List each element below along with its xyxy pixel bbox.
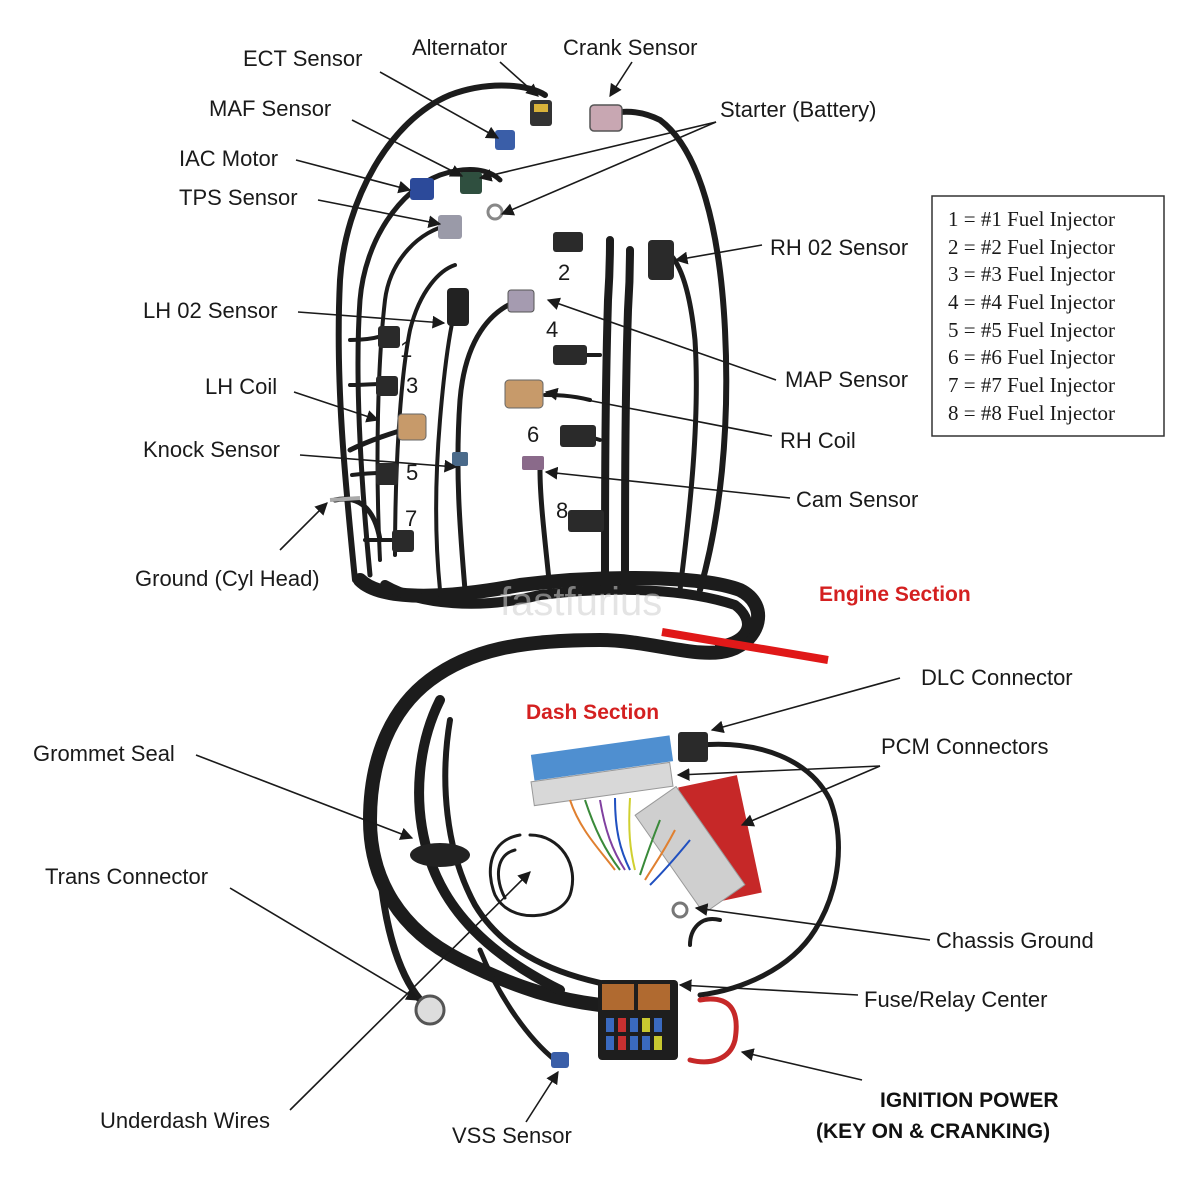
injector-connector-1 (378, 326, 400, 348)
label-iac-motor: IAC Motor (179, 146, 278, 171)
injector-connector-2 (553, 232, 583, 252)
lh-o2-sensor-connector (447, 288, 469, 326)
pointer-lines (195, 61, 931, 1123)
injector-legend-item-1: 1 = #1 Fuel Injector (948, 207, 1115, 231)
label-rh-o2-sensor: RH 02 Sensor (770, 235, 908, 260)
injector-number-4: 4 (546, 317, 558, 342)
crank-sensor-connector (589, 104, 623, 132)
pcm-connector-blue (530, 735, 674, 807)
label-dash-section: Dash Section (526, 701, 659, 724)
label-map-sensor: MAP Sensor (785, 367, 908, 392)
label-alternator: Alternator (412, 35, 507, 60)
harness-wires (332, 82, 841, 1065)
injector-number-8: 8 (556, 498, 568, 523)
ground-cyl-head-lead (329, 496, 361, 502)
cam-sensor-connector (522, 456, 544, 470)
injector-number-2: 2 (558, 260, 570, 285)
ect-sensor-connector (495, 130, 515, 150)
map-sensor-connector (507, 289, 535, 313)
injector-legend-item-2: 2 = #2 Fuel Injector (948, 235, 1115, 259)
injector-connector-6 (560, 425, 596, 447)
injector-connector-4 (553, 345, 587, 365)
label-engine-section: Engine Section (819, 583, 971, 606)
injector-legend-item-7: 7 = #7 Fuel Injector (948, 373, 1115, 397)
label-cam-sensor: Cam Sensor (796, 487, 918, 512)
rh-o2-sensor-connector (648, 240, 674, 280)
injector-legend-item-6: 6 = #6 Fuel Injector (948, 345, 1115, 369)
injector-number-3: 3 (406, 373, 418, 398)
rh-coil-connector (504, 379, 544, 409)
vss-sensor-connector (551, 1052, 569, 1068)
injector-connector-7 (392, 530, 414, 552)
chassis-ground-ring (671, 901, 689, 919)
label-fuse-relay-center: Fuse/Relay Center (864, 987, 1047, 1012)
pcm-connector-red (634, 775, 762, 915)
iac-motor-connector (410, 178, 434, 200)
label-grommet-seal: Grommet Seal (33, 741, 175, 766)
label-starter: Starter (Battery) (720, 97, 876, 122)
injector-connector-3 (376, 376, 398, 396)
label-ignition-power: IGNITION POWER (880, 1089, 1059, 1112)
fuse-relay-center (598, 980, 678, 1060)
grommet-seal (410, 843, 470, 867)
maf-sensor-connector (460, 172, 482, 194)
trans-connector (414, 994, 446, 1026)
injector-legend-item-3: 3 = #3 Fuel Injector (948, 262, 1115, 286)
injector-number-6: 6 (527, 422, 539, 447)
engine-dash-divider (661, 628, 829, 664)
label-ect-sensor: ECT Sensor (243, 46, 362, 71)
watermark: fastfurius (500, 580, 662, 624)
label-pcm-connectors: PCM Connectors (881, 734, 1049, 759)
label-ignition-power-sub: (KEY ON & CRANKING) (816, 1120, 1050, 1143)
label-chassis-ground: Chassis Ground (936, 928, 1094, 953)
label-tps-sensor: TPS Sensor (179, 185, 298, 210)
label-vss-sensor: VSS Sensor (452, 1123, 572, 1148)
injector-connector-8 (568, 510, 604, 532)
injector-legend-item-5: 5 = #5 Fuel Injector (948, 318, 1115, 342)
injector-connector-5 (376, 463, 398, 485)
knock-sensor-connector (452, 452, 468, 466)
label-rh-coil: RH Coil (780, 428, 856, 453)
label-crank-sensor: Crank Sensor (563, 35, 698, 60)
label-underdash-wires: Underdash Wires (100, 1108, 270, 1133)
lh-coil-connector (397, 413, 427, 441)
starter-ring-terminal (486, 203, 504, 221)
injector-legend-item-4: 4 = #4 Fuel Injector (948, 290, 1115, 314)
label-lh-o2-sensor: LH 02 Sensor (143, 298, 278, 323)
label-maf-sensor: MAF Sensor (209, 96, 331, 121)
label-lh-coil: LH Coil (205, 374, 277, 399)
alternator-connector (530, 100, 552, 126)
label-knock-sensor: Knock Sensor (143, 437, 280, 462)
injector-number-7: 7 (405, 506, 417, 531)
injector-legend: 1 = #1 Fuel Injector 2 = #2 Fuel Injecto… (931, 195, 1165, 437)
injector-numbers: 1 2 3 4 5 6 7 8 (400, 260, 570, 531)
connectors (329, 100, 762, 1068)
pcm-wire-bundle (569, 797, 691, 886)
injector-legend-box (931, 195, 1165, 437)
injector-number-1: 1 (400, 337, 412, 362)
component-labels: ECT Sensor Alternator Crank Sensor MAF S… (33, 35, 1094, 1148)
label-ground-cyl-head: Ground (Cyl Head) (135, 566, 320, 591)
label-trans-connector: Trans Connector (45, 864, 208, 889)
label-dlc-connector: DLC Connector (921, 665, 1073, 690)
tps-sensor-connector (438, 215, 462, 239)
dlc-connector (678, 732, 708, 762)
injector-number-5: 5 (406, 460, 418, 485)
injector-legend-item-8: 8 = #8 Fuel Injector (948, 401, 1115, 425)
